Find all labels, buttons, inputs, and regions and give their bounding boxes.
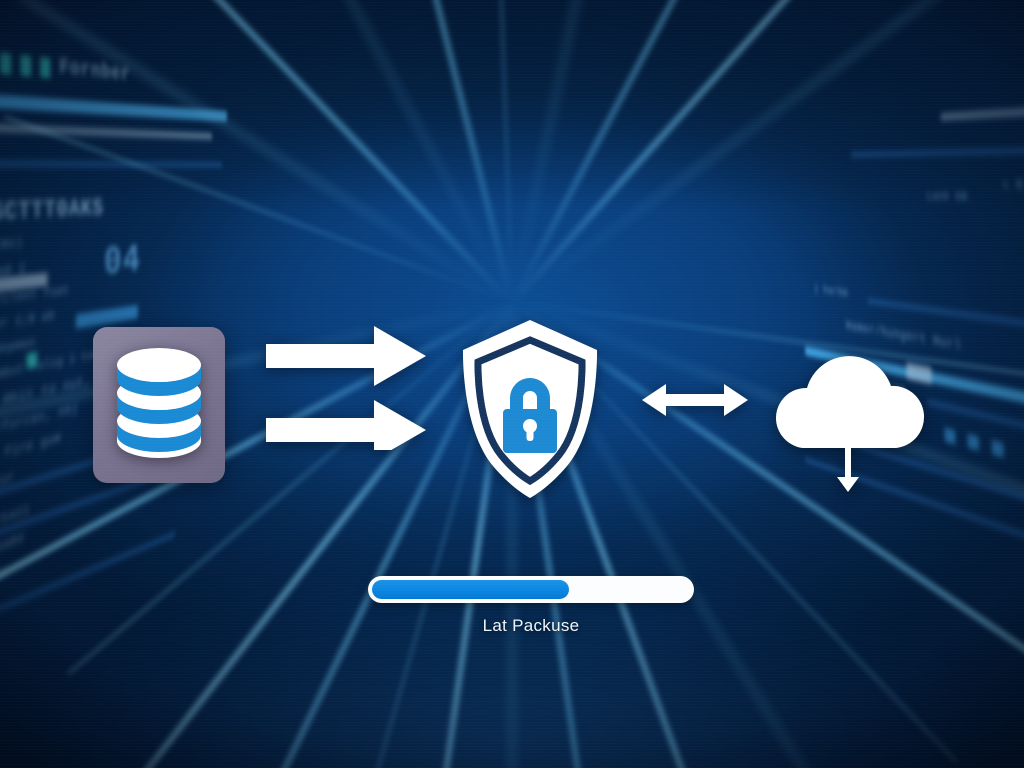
download-arrow-icon xyxy=(837,448,859,492)
padlock-icon xyxy=(503,378,557,453)
shield-node[interactable] xyxy=(447,316,613,502)
progress-bar-fill xyxy=(372,580,570,599)
cloud-download-icon xyxy=(775,356,925,492)
database-stack-icon xyxy=(117,348,201,458)
security-shield-icon xyxy=(462,320,598,498)
progress-section: Lat Packuse xyxy=(368,576,694,636)
database-node[interactable] xyxy=(93,327,225,483)
cloud-node[interactable] xyxy=(757,344,941,494)
progress-label: Lat Packuse xyxy=(482,616,580,635)
right-arrow-icon xyxy=(266,326,426,386)
right-arrow-icon xyxy=(266,400,426,460)
db-to-shield-arrows xyxy=(264,324,432,460)
database-tile xyxy=(93,327,225,483)
shield-to-cloud-arrow xyxy=(640,380,750,420)
bidirectional-arrow-icon xyxy=(642,384,748,416)
progress-bar-track[interactable] xyxy=(368,576,694,603)
